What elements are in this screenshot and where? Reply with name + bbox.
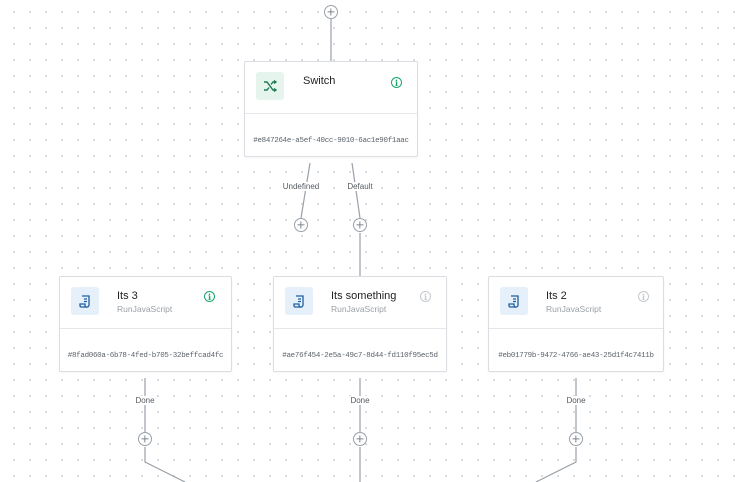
js-node-its-2[interactable]: Its 2 RunJavaScript i #eb01779b-9472-476… bbox=[488, 276, 664, 372]
switch-node-title: Switch bbox=[303, 75, 336, 87]
js-node-its-3[interactable]: Its 3 RunJavaScript i #8fad060a-6b78-4fe… bbox=[59, 276, 232, 372]
node-id: #8fad060a-6b78-4fed-b705-32beffcad4fc bbox=[67, 352, 224, 360]
node-title: Its 3 bbox=[117, 290, 138, 302]
add-step-button-top[interactable] bbox=[324, 5, 338, 19]
script-icon bbox=[500, 287, 528, 315]
info-icon[interactable]: i bbox=[204, 291, 215, 302]
node-title: Its 2 bbox=[546, 290, 567, 302]
node-title: Its something bbox=[331, 290, 397, 302]
info-icon[interactable]: i bbox=[391, 77, 402, 88]
edge-label-done: Done bbox=[349, 396, 371, 405]
node-id: #eb01779b-9472-4766-ae43-25d1f4c7411b bbox=[498, 352, 654, 360]
add-step-button-undefined[interactable] bbox=[294, 218, 308, 232]
info-icon[interactable]: i bbox=[638, 291, 649, 302]
node-type: RunJavaScript bbox=[331, 304, 387, 314]
node-id: #ae76f454-2e5a-49c7-8d44-fd110f95ec5d bbox=[282, 352, 438, 360]
info-icon[interactable]: i bbox=[420, 291, 431, 302]
edge-label-done: Done bbox=[565, 396, 587, 405]
add-step-button-its-2[interactable] bbox=[569, 432, 583, 446]
edge-label-default: Default bbox=[346, 182, 374, 191]
add-step-button-its-something[interactable] bbox=[353, 432, 367, 446]
script-icon bbox=[71, 287, 99, 315]
add-step-button-default[interactable] bbox=[353, 218, 367, 232]
node-type: RunJavaScript bbox=[117, 304, 173, 314]
add-step-button-its-3[interactable] bbox=[138, 432, 152, 446]
switch-node[interactable]: Switch i #e847264e-a5ef-40cc-9010-6ac1e9… bbox=[244, 61, 418, 157]
js-node-its-something[interactable]: Its something RunJavaScript i #ae76f454-… bbox=[273, 276, 447, 372]
switch-node-id: #e847264e-a5ef-40cc-9010-6ac1e90f1aac bbox=[253, 137, 409, 145]
node-type: RunJavaScript bbox=[546, 304, 602, 314]
script-icon bbox=[285, 287, 313, 315]
shuffle-icon bbox=[256, 72, 284, 100]
edge-label-undefined: Undefined bbox=[281, 182, 321, 191]
edge-label-done: Done bbox=[134, 396, 156, 405]
